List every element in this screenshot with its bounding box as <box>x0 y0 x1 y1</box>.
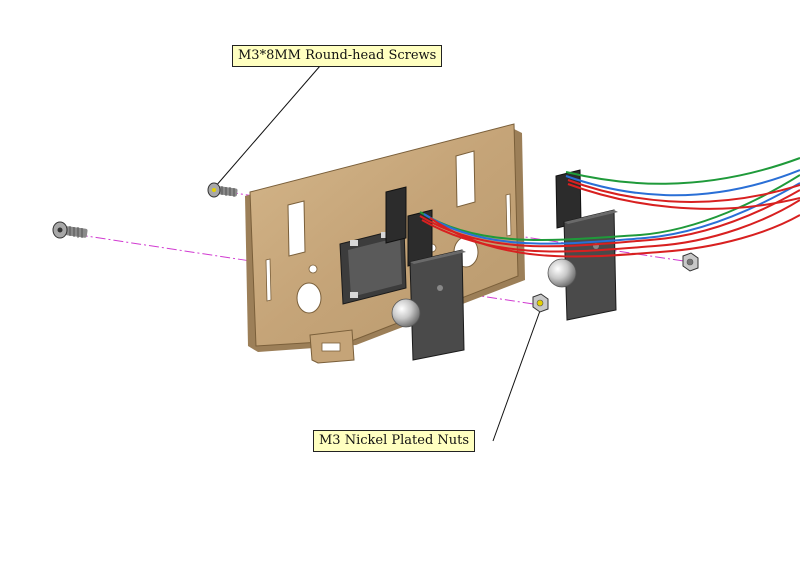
endstop-switch-left <box>339 186 466 361</box>
m3-screw-far <box>207 182 238 198</box>
m3-screw-near <box>52 221 88 239</box>
m3-nut-far <box>682 252 699 272</box>
leader-line-nuts <box>492 307 542 442</box>
callout-nuts-label: M3 Nickel Plated Nuts <box>313 430 476 452</box>
leader-lines <box>214 65 542 442</box>
callout-screws-label: M3*8MM Round-head Screws <box>232 45 443 67</box>
leader-line-screws <box>214 65 321 188</box>
m3-nut-near <box>532 293 549 313</box>
wire-bundle-right <box>565 157 800 210</box>
